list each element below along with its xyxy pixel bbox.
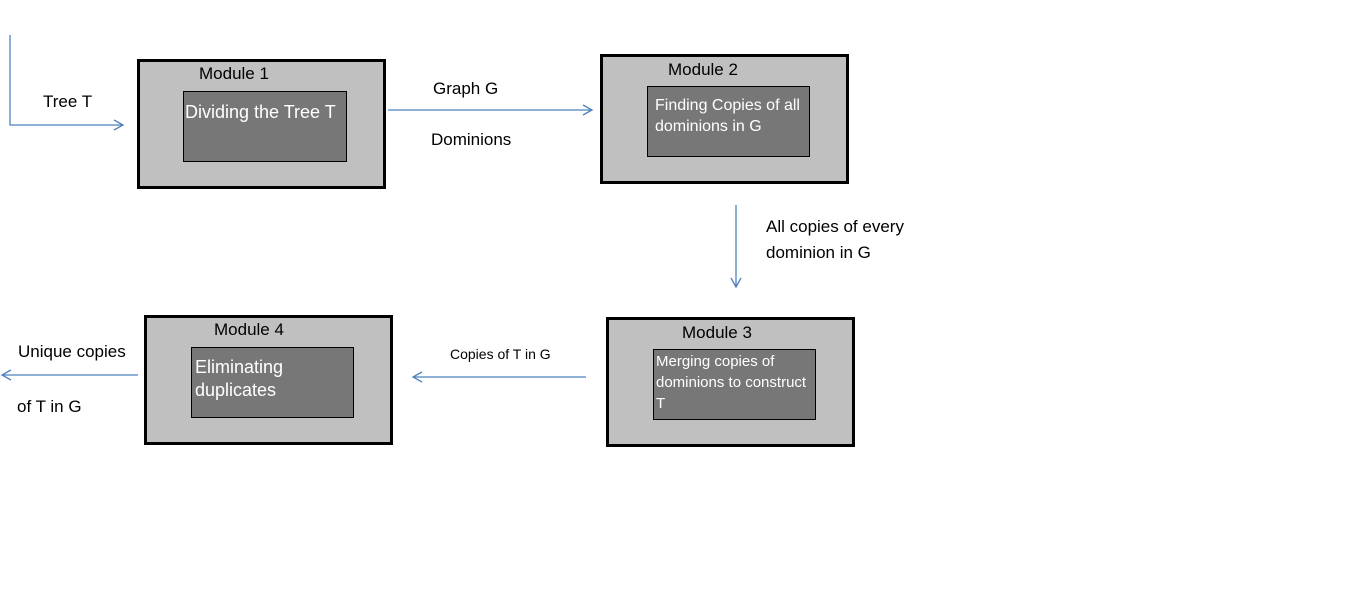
module-3-description-text: Merging copies of dominions to construct… [656,353,815,412]
module-1-description: Dividing the Tree T [183,91,347,162]
label-all-copies-1: All copies of every [766,217,904,236]
module-3-description: Merging copies of dominions to construct… [653,349,816,420]
module-2-description-text: Finding Copies of all dominions in G [655,97,800,135]
module-4-title: Module 4 [214,320,284,339]
label-tree-t: Tree T [43,92,93,111]
label-graph-g: Graph G [433,79,499,98]
label-unique-copies-1: Unique copies [18,342,126,361]
arrow-tree-input [9,35,123,126]
arrowhead-m1-to-m2 [582,104,594,116]
module-1-description-text: Dividing the Tree T [185,102,336,122]
module-4-description-text: Eliminating duplicates [195,357,284,401]
arrowhead-m2-to-m3 [730,277,742,289]
module-4-description: Eliminating duplicates [191,347,354,418]
arrowhead-m3-to-m4 [411,371,423,383]
label-all-copies-2: dominion in G [766,243,871,262]
arrowhead-output [0,369,12,381]
label-copies-t-in-g: Copies of T in G [450,346,551,362]
module-2-title: Module 2 [668,60,738,79]
label-dominions: Dominions [431,130,512,149]
arrowhead-tree-input [113,119,125,131]
module-2-description: Finding Copies of all dominions in G [647,86,810,157]
module-3-title: Module 3 [682,323,752,342]
module-1-title: Module 1 [199,64,269,83]
label-unique-copies-2: of T in G [17,397,82,416]
